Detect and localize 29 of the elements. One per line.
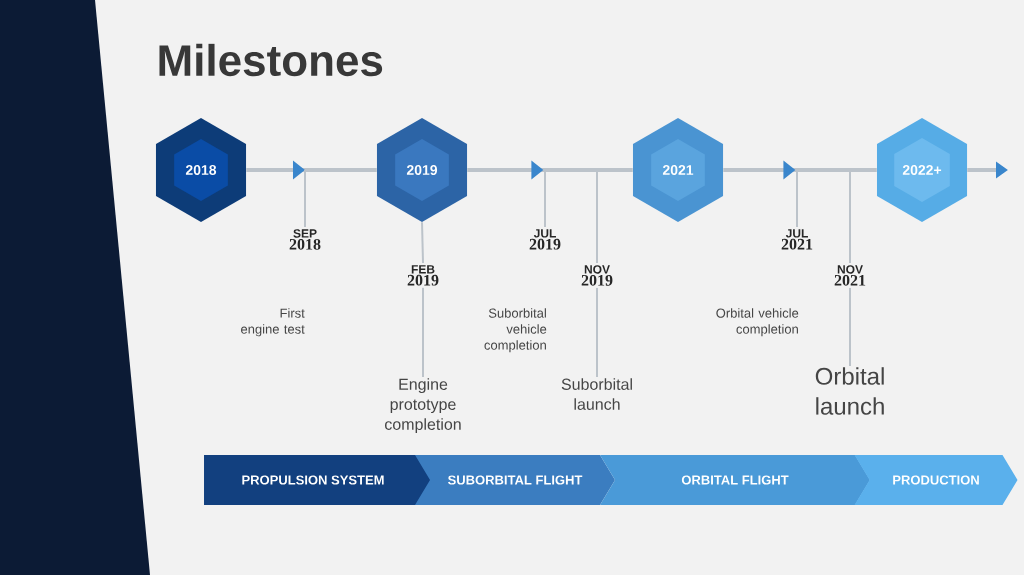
- leader-line: [849, 169, 851, 264]
- milestone-description: Suborbital launch: [561, 378, 632, 410]
- milestone-description: Suborbital vehicle completion: [484, 308, 547, 353]
- milestone-date: JUL 2019: [529, 229, 561, 250]
- leader-line: [596, 169, 598, 264]
- phase-banner: PROPULSION SYSTEM: [204, 455, 437, 505]
- milestone-date: FEB 2019: [407, 265, 439, 286]
- leader-line: [304, 169, 306, 228]
- leader-line: [421, 221, 424, 264]
- phase-banner: ORBITAL FLIGHT: [600, 455, 870, 505]
- milestone-description: Engine prototype completion: [385, 378, 461, 434]
- milestone-date: JUL 2021: [781, 229, 813, 250]
- year-hexagon: 2021: [633, 118, 724, 222]
- milestone-description: First engine test: [241, 308, 305, 337]
- milestone-date: SEP 2018: [289, 229, 321, 250]
- phase-banner: SUBORBITAL FLIGHT: [415, 455, 615, 505]
- leader-line: [796, 169, 798, 228]
- milestone-description: Orbital launch: [815, 367, 884, 415]
- leader-line: [544, 169, 546, 228]
- leader-line: [596, 286, 598, 378]
- leader-line: [422, 286, 424, 378]
- year-hexagon: 2019: [376, 118, 468, 222]
- title: Milestones: [159, 43, 383, 77]
- year-hexagon: 2022+: [877, 118, 968, 222]
- milestone-date: NOV 2021: [834, 265, 866, 286]
- milestone-date: NOV 2019: [581, 265, 613, 286]
- milestone-description: Orbital vehicle completion: [716, 308, 799, 337]
- year-hexagon: 2018: [155, 118, 247, 222]
- leader-line: [849, 286, 851, 367]
